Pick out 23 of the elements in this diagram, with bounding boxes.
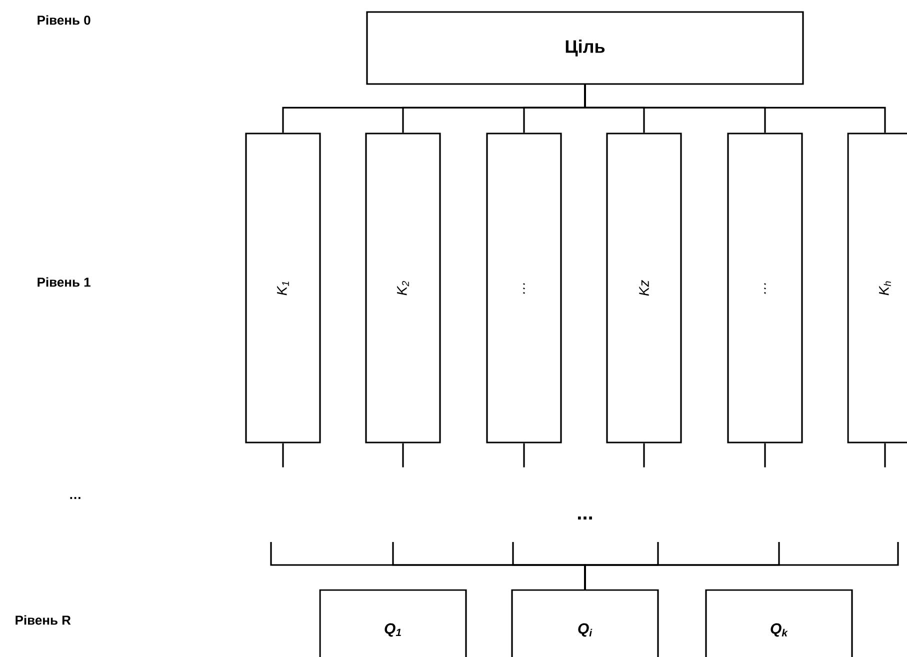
alternative-box: Q$_{i}$ xyxy=(511,589,659,657)
connector-stub xyxy=(523,443,525,468)
alternative-box: Q$_{k}$ xyxy=(705,589,853,657)
level-label: Рівень R xyxy=(16,615,71,625)
alternative-box: Q$_{1}$ xyxy=(319,589,467,657)
criterion-box: … xyxy=(727,132,803,444)
criterion-box: … xyxy=(486,132,562,444)
criterion-box: K$_{h}$ xyxy=(847,132,907,444)
criterion-box: Kz xyxy=(606,132,682,444)
ellipsis-label: ... xyxy=(578,516,592,520)
connector-stub xyxy=(764,443,766,468)
connector-stub xyxy=(402,443,404,468)
goal-box: Ціль xyxy=(366,11,804,85)
connector-stub xyxy=(643,443,645,468)
criterion-box: K$_{2}$ xyxy=(365,132,441,444)
connector-stub xyxy=(884,443,886,468)
connector-line xyxy=(584,84,886,133)
connector-stub xyxy=(282,443,284,468)
connector-line xyxy=(584,542,899,590)
level-label: Рівень 1 xyxy=(38,277,90,287)
ellipsis-label: … xyxy=(70,497,80,499)
level-label: Рівень 0 xyxy=(38,15,90,25)
criterion-box: K$_{1}$ xyxy=(245,132,321,444)
